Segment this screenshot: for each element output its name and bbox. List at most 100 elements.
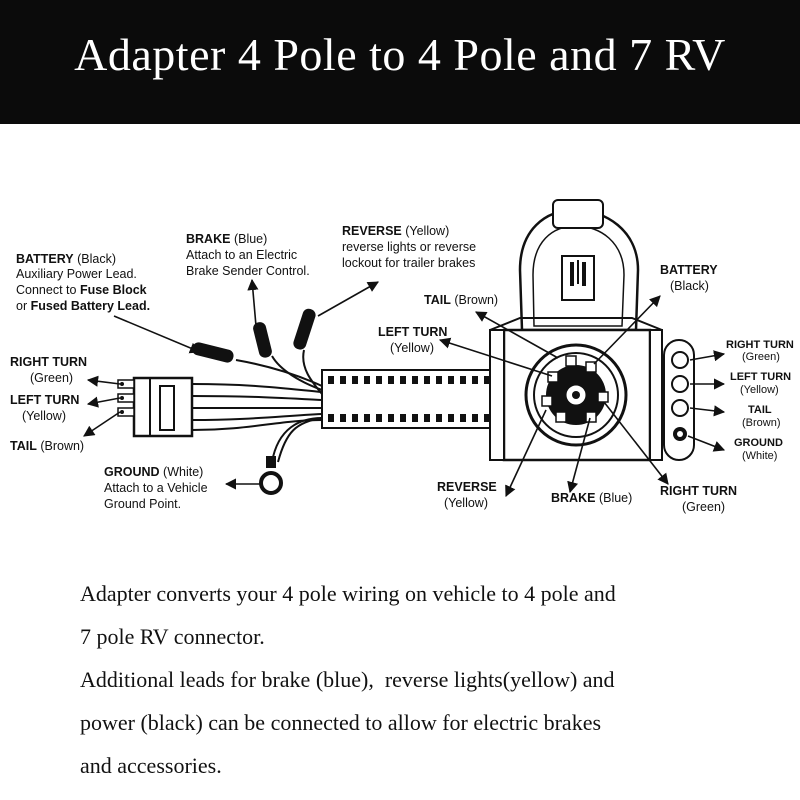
brake-lead-color: (Blue) xyxy=(234,232,267,246)
loom-rib xyxy=(376,414,382,422)
loom-rib xyxy=(448,376,454,384)
callout-arrows xyxy=(83,278,726,498)
loom-rib xyxy=(352,414,358,422)
reverse-lead-line1: reverse lights or reverse xyxy=(342,240,476,254)
battery-lead-connector xyxy=(192,342,234,363)
flat4-right-turn-name: RIGHT TURN xyxy=(10,355,87,369)
loom-rib xyxy=(400,414,406,422)
loom-rib xyxy=(424,414,430,422)
flat4-plug xyxy=(117,376,194,438)
reverse-lead-name: REVERSE xyxy=(342,224,402,238)
rv7-right-turn-color: (Green) xyxy=(682,500,725,514)
svg-text:BRAKE (Blue): BRAKE (Blue) xyxy=(186,232,267,246)
rv7-left-turn-name: LEFT TURN xyxy=(378,325,447,339)
rv7-brake-color: (Blue) xyxy=(599,491,632,505)
reverse-lead-connector xyxy=(293,308,316,350)
ground-ring-terminal xyxy=(259,456,283,495)
title-banner: Adapter 4 Pole to 4 Pole and 7 RV xyxy=(0,0,800,124)
rv7-tail-name: TAIL xyxy=(424,293,451,307)
svg-text:Connect to Fuse Block: Connect to Fuse Block xyxy=(16,283,147,297)
out4-left-turn-name: LEFT TURN xyxy=(730,371,791,383)
loom-rib xyxy=(400,376,406,384)
loom-rib xyxy=(484,414,490,422)
ground-lead-line1: Attach to a Vehicle xyxy=(104,481,208,495)
brake-lead-connector xyxy=(253,322,272,358)
rv7-battery-color: (Black) xyxy=(670,279,709,293)
flat4-left-turn-color: (Yellow) xyxy=(22,409,66,423)
description-line5: and accessories. xyxy=(80,753,222,778)
rv7-left-turn-color: (Yellow) xyxy=(390,341,434,355)
description-line3: Additional leads for brake (blue), rever… xyxy=(80,667,615,692)
brake-lead-name: BRAKE xyxy=(186,232,230,246)
loom-rib xyxy=(436,376,442,384)
loom-rib xyxy=(472,376,478,384)
loom-rib xyxy=(412,376,418,384)
svg-text:BATTERY (Black): BATTERY (Black) xyxy=(16,252,116,266)
out4-tail-name: TAIL xyxy=(748,404,772,416)
loom-rib xyxy=(340,376,346,384)
loom-rib xyxy=(328,414,334,422)
reverse-lead-color: (Yellow) xyxy=(405,224,449,238)
flat4-left-turn-name: LEFT TURN xyxy=(10,393,79,407)
rv7-battery-name: BATTERY xyxy=(660,263,718,277)
loom-rib xyxy=(460,414,466,422)
description-line1: Adapter converts your 4 pole wiring on v… xyxy=(80,581,616,606)
loom-rib xyxy=(328,376,334,384)
loom-rib xyxy=(484,376,490,384)
ground-lead-name: GROUND xyxy=(104,465,160,479)
rv7-tail-color: (Brown) xyxy=(454,293,498,307)
battery-lead-line3-bold: Fused Battery Lead. xyxy=(31,299,150,313)
brake-lead-line1: Attach to an Electric xyxy=(186,248,297,262)
loom-rib xyxy=(436,414,442,422)
rv7-right-turn-name: RIGHT TURN xyxy=(660,484,737,498)
out4-tail-color: (Brown) xyxy=(742,417,781,429)
svg-text:TAIL (Brown): TAIL (Brown) xyxy=(10,439,84,453)
out4-right-turn-name: RIGHT TURN xyxy=(726,339,794,351)
wire-loom-sleeve xyxy=(321,369,491,429)
wiring-diagram: BATTERY (Black) Auxiliary Power Lead. Co… xyxy=(10,199,794,514)
svg-text:BRAKE (Blue): BRAKE (Blue) xyxy=(551,491,632,505)
out4-ground-color: (White) xyxy=(742,450,777,462)
flat4-tail-name: TAIL xyxy=(10,439,37,453)
out4-left-turn-color: (Yellow) xyxy=(740,384,779,396)
loom-rib xyxy=(364,376,370,384)
description-line2: 7 pole RV connector. xyxy=(80,624,265,649)
battery-lead-color: (Black) xyxy=(77,252,116,266)
loom-rib xyxy=(448,414,454,422)
loom-rib xyxy=(472,414,478,422)
rv7-reverse-name: REVERSE xyxy=(437,480,497,494)
loom-rib xyxy=(376,376,382,384)
svg-text:or Fused Battery Lead.: or Fused Battery Lead. xyxy=(16,299,150,313)
battery-lead-line3-prefix: or xyxy=(16,299,31,313)
flat4-tail-color: (Brown) xyxy=(40,439,84,453)
description-line4: power (black) can be connected to allow … xyxy=(80,710,602,735)
ground-lead-line2: Ground Point. xyxy=(104,497,181,511)
rv7-connector xyxy=(489,199,663,462)
rv7-brake-name: BRAKE xyxy=(551,491,595,505)
ground-lead-color: (White) xyxy=(163,465,203,479)
svg-text:GROUND (White): GROUND (White) xyxy=(104,465,203,479)
loom-rib xyxy=(388,376,394,384)
loom-rib xyxy=(460,376,466,384)
out4-right-turn-color: (Green) xyxy=(742,351,780,363)
loom-rib xyxy=(412,414,418,422)
out4-socket xyxy=(663,339,695,461)
page-title: Adapter 4 Pole to 4 Pole and 7 RV xyxy=(74,29,726,80)
loom-rib xyxy=(364,414,370,422)
loom-rib xyxy=(424,376,430,384)
out4-ground-name: GROUND xyxy=(734,437,783,449)
reverse-lead-line2: lockout for trailer brakes xyxy=(342,256,475,270)
loom-rib xyxy=(388,414,394,422)
harness-wires xyxy=(191,349,323,463)
flat4-right-turn-color: (Green) xyxy=(30,371,73,385)
brake-lead-line2: Brake Sender Control. xyxy=(186,264,310,278)
rv7-reverse-color: (Yellow) xyxy=(444,496,488,510)
battery-lead-line2-bold: Fuse Block xyxy=(80,283,147,297)
battery-lead-name: BATTERY xyxy=(16,252,74,266)
battery-lead-line1: Auxiliary Power Lead. xyxy=(16,267,137,281)
battery-lead-line2-prefix: Connect to xyxy=(16,283,80,297)
loom-rib xyxy=(352,376,358,384)
svg-text:TAIL (Brown): TAIL (Brown) xyxy=(424,293,498,307)
loom-rib xyxy=(340,414,346,422)
description: Adapter converts your 4 pole wiring on v… xyxy=(80,572,780,787)
